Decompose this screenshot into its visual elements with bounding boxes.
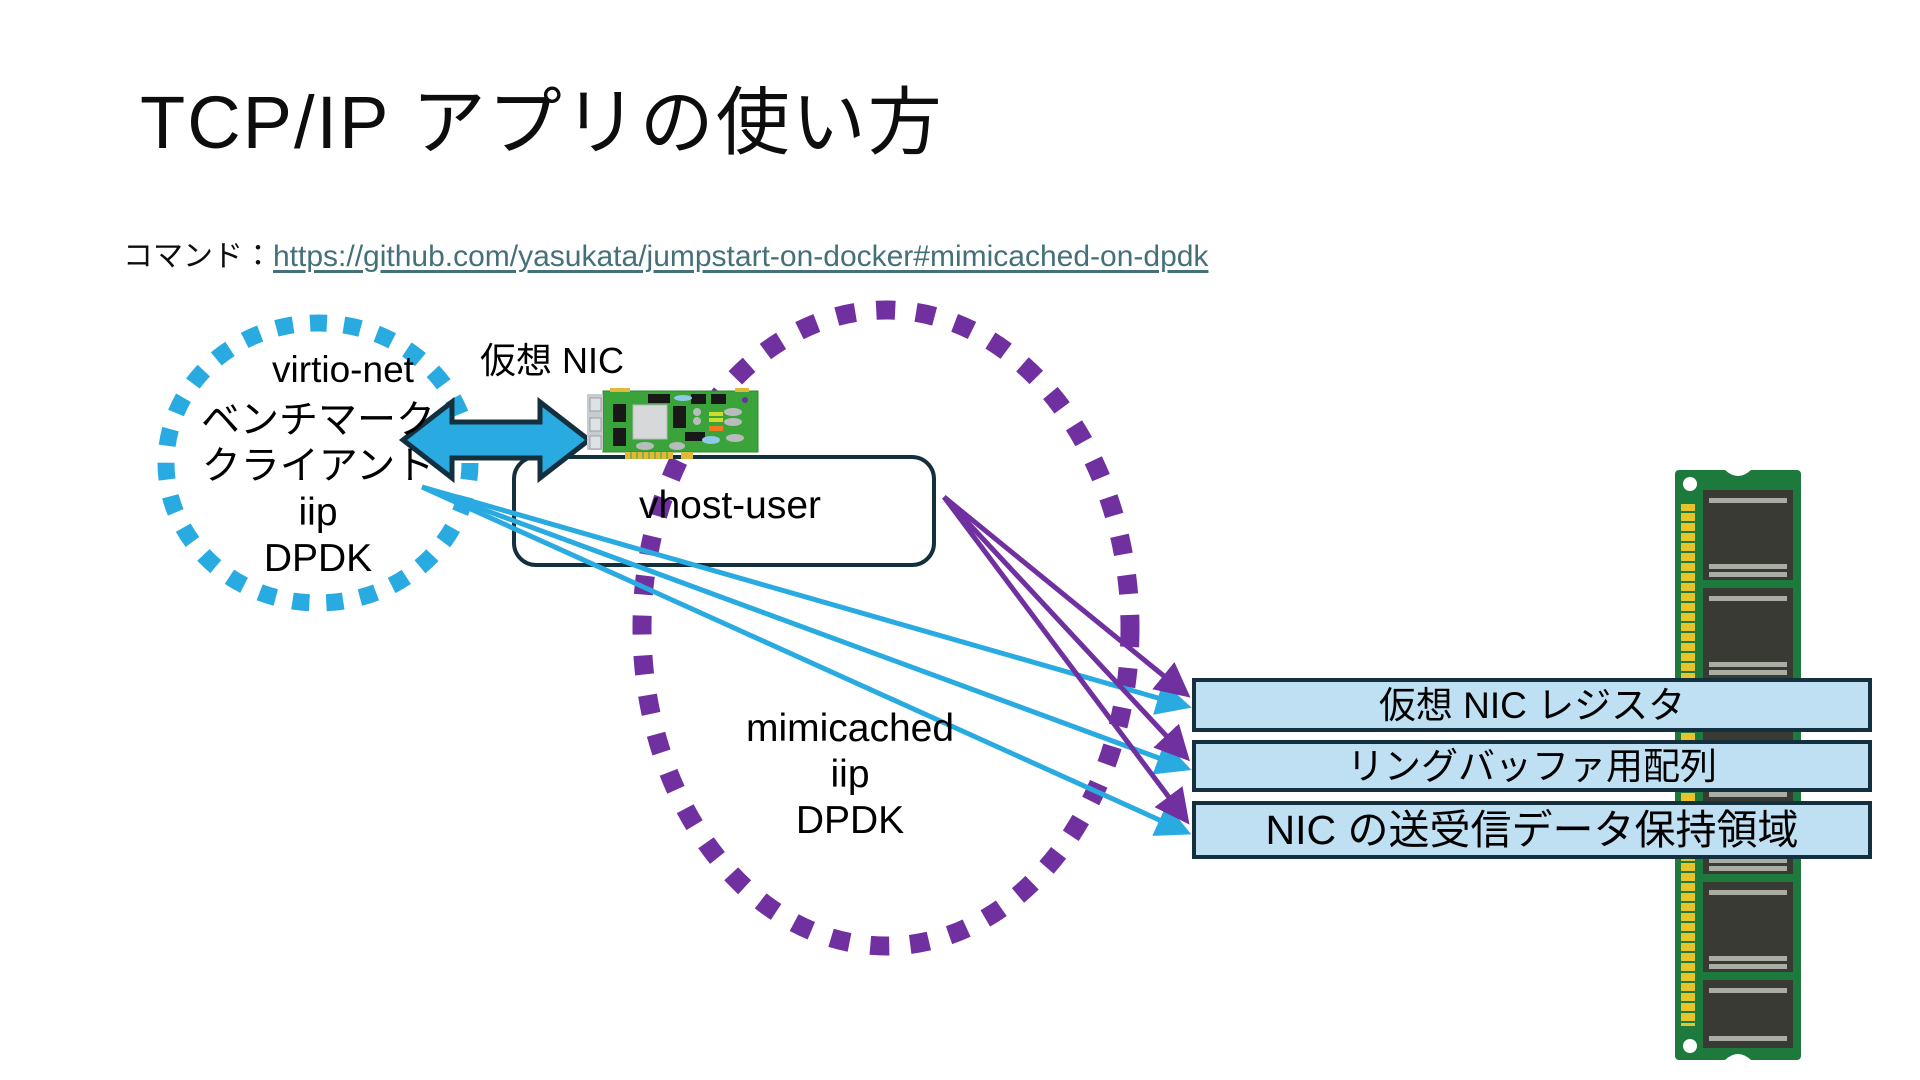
memory-region-label: 仮想 NIC レジスタ [1378, 684, 1686, 726]
client-line-3: DPDK [263, 537, 373, 581]
command-url-link[interactable]: https://github.com/yasukata/jumpstart-on… [273, 240, 1209, 273]
page-title: TCP/IP アプリの使い方 [140, 81, 944, 164]
server-line-2: DPDK [795, 799, 905, 843]
memory-region-label: リングバッファ用配列 [1347, 745, 1717, 787]
client-line-2: iip [298, 491, 338, 535]
client-line-1: クライアント [201, 445, 435, 489]
server-circle-label: mimicached iip DPDK [700, 706, 1000, 844]
virtio-net-label: virtio-net [272, 349, 414, 390]
network-interface-card-icon [587, 388, 759, 459]
memory-region-box: リングバッファ用配列 [1192, 740, 1872, 792]
virtual-nic-label: 仮想 NIC [480, 340, 625, 381]
memory-region-label: NIC の送受信データ保持領域 [1265, 806, 1799, 853]
server-line-1: iip [830, 753, 870, 797]
client-circle-label: ベンチマーク クライアント iip DPDK [118, 398, 518, 582]
server-line-0: mimicached [745, 707, 955, 750]
memory-region-box: NIC の送受信データ保持領域 [1192, 801, 1872, 859]
memory-region-box: 仮想 NIC レジスタ [1192, 678, 1872, 732]
command-line: コマンド：https://github.com/yasukata/jumpsta… [123, 239, 1208, 275]
vhost-user-label: vhost-user [638, 484, 822, 527]
client-line-0: ベンチマーク [200, 399, 435, 442]
command-label: コマンド： [123, 240, 273, 273]
